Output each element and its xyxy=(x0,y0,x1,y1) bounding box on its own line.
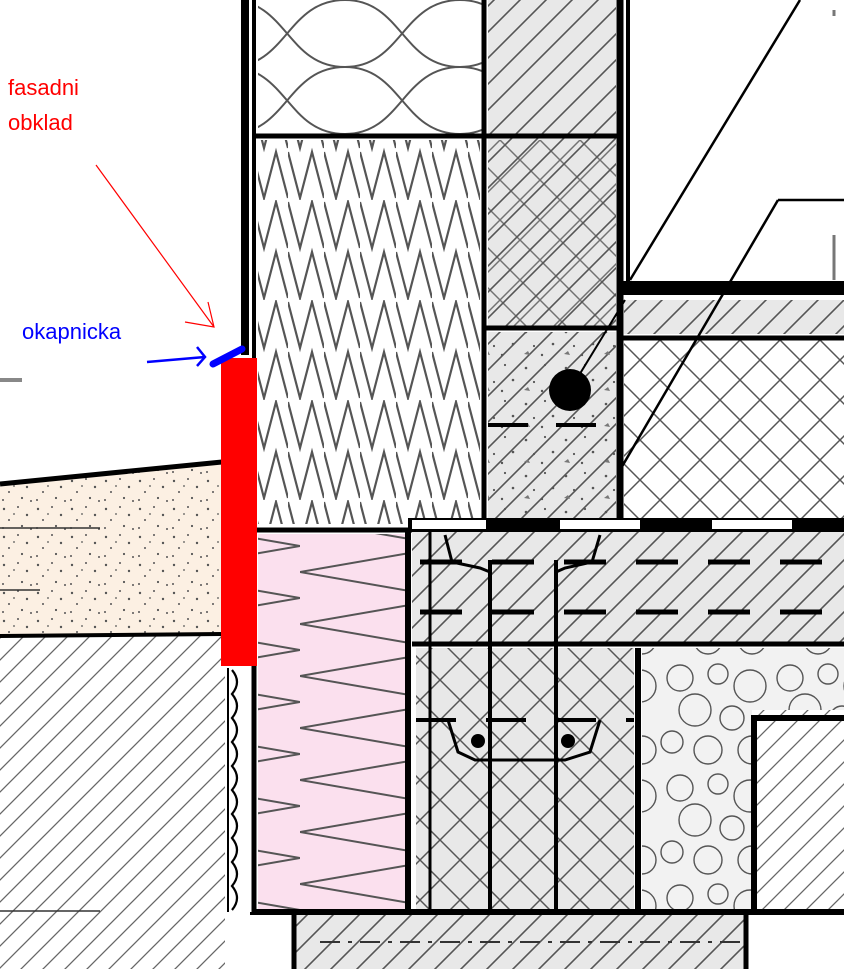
drip-label: okapnicka xyxy=(22,319,122,344)
facade-arrowhead xyxy=(184,301,215,328)
drip-edge-blue xyxy=(209,345,246,368)
facade-cladding-red xyxy=(221,358,257,666)
quilted-insulation-top xyxy=(258,0,482,134)
floor-slab xyxy=(412,530,844,642)
ground-soil-hatch xyxy=(0,636,225,969)
facade-label-line2: obklad xyxy=(8,110,73,135)
zigzag-insulation xyxy=(258,140,480,524)
gravel-fill-layer xyxy=(0,462,222,636)
drip-leader-line xyxy=(146,355,206,364)
facade-label-line1: fasadni xyxy=(8,75,79,100)
cross-hatch-floor xyxy=(624,340,844,518)
foundation-crosshatch xyxy=(416,648,634,910)
dimple-membrane xyxy=(230,669,239,911)
drip-arrowhead xyxy=(196,346,207,367)
facade-leader-line xyxy=(95,164,215,328)
pink-perimeter-insulation xyxy=(258,534,406,910)
reference-marker-dot xyxy=(549,369,591,411)
gravel-aggregate xyxy=(642,648,752,910)
